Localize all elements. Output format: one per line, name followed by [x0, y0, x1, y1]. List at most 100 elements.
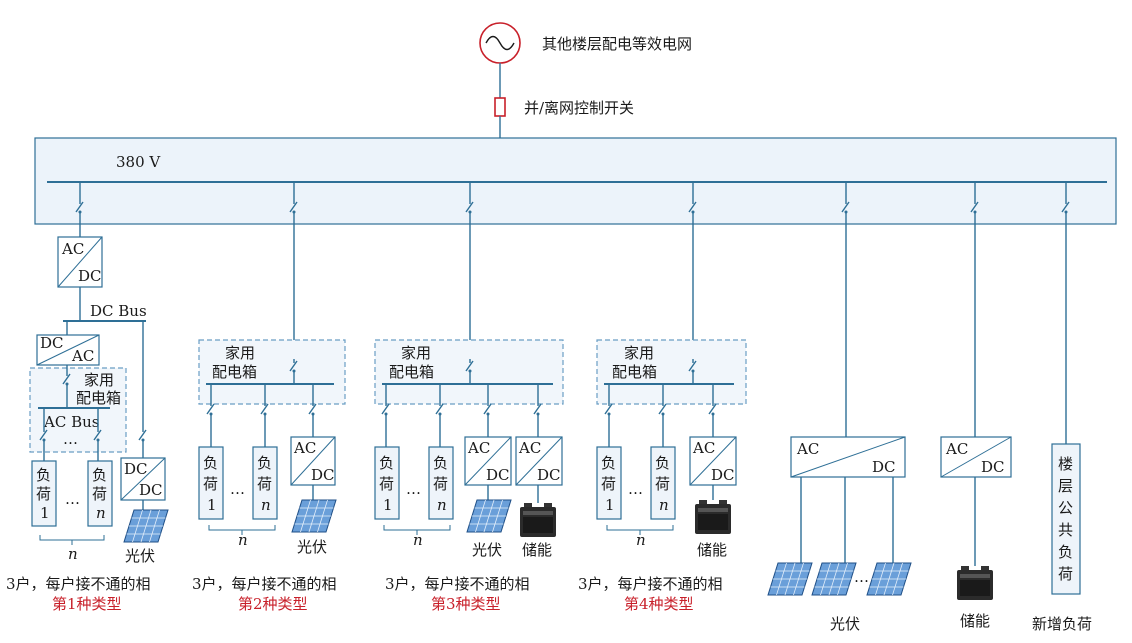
converter-label: DC [711, 466, 735, 484]
type1-description: 3户，每户接不通的相 [6, 575, 151, 593]
pv-panel-icon [291, 499, 337, 533]
load-label: 荷 [203, 475, 218, 493]
load-label: 负 [203, 454, 218, 472]
load-label: 荷 [257, 475, 272, 493]
type4-home-box [596, 339, 747, 405]
home-box-label: 配电箱 [389, 363, 434, 381]
pv-panel-icon [866, 562, 912, 596]
storage-branch: AC DC 储能 [940, 217, 1012, 630]
grid-switch-icon [494, 97, 506, 117]
converter-label: AC [518, 439, 541, 457]
load-label: 1 [605, 496, 615, 514]
public-load-char: 负 [1058, 543, 1073, 561]
load-label: 荷 [433, 475, 448, 493]
pv-panel-icon [811, 562, 857, 596]
type4-branch: 家用 配电箱 负 荷 1 … 负 荷 n AC DC 储能 n 3户，每户接不通… [578, 217, 747, 613]
converter-label: DC [40, 334, 64, 352]
load-label: 1 [383, 496, 393, 514]
load-label: n [659, 496, 669, 514]
type2-description: 3户，每户接不通的相 [192, 575, 337, 593]
type3-branch: 家用 配电箱 负 荷 1 … 负 荷 n AC DC AC DC 光伏 储能 [374, 217, 564, 613]
type4-title: 第4种类型 [624, 595, 694, 613]
storage-label: 储能 [697, 541, 727, 559]
load-n [87, 460, 113, 527]
load-1 [596, 446, 622, 520]
count-label: n [238, 531, 248, 549]
converter-label: DC [872, 458, 896, 476]
battery-icon [695, 500, 731, 534]
converter-label: DC [981, 458, 1005, 476]
type1-branch: AC DC DC Bus DC AC 家用 配电箱 AC Bus … 负 荷 1… [6, 217, 169, 613]
public-load-label: 新增负荷 [1032, 615, 1092, 633]
pv-panel-icon [767, 562, 813, 596]
public-load-char: 公 [1058, 499, 1073, 517]
home-box-label: 配电箱 [212, 363, 257, 381]
converter-label: AC [61, 240, 84, 258]
load-label: 荷 [36, 485, 51, 503]
pv-panel-icon [123, 509, 169, 543]
pv-array-branch: AC DC … 光伏 [767, 217, 912, 633]
converter-label: AC [71, 347, 94, 365]
load-label: 1 [40, 504, 50, 522]
converter-label: DC [78, 267, 102, 285]
public-load-char: 层 [1058, 477, 1073, 495]
type1-title: 第1种类型 [52, 595, 122, 613]
ellipsis: … [65, 490, 80, 508]
load-label: 负 [36, 466, 51, 484]
converter-label: AC [692, 439, 715, 457]
type1-home-box [29, 367, 127, 453]
bus-voltage-label: 380 V [116, 153, 161, 171]
pv-label: 光伏 [125, 547, 155, 565]
load-label: n [437, 496, 447, 514]
load-label: 荷 [601, 475, 616, 493]
load-n [428, 446, 454, 520]
battery-icon [957, 566, 993, 600]
home-box-label: 配电箱 [76, 389, 121, 407]
pv-label: 光伏 [297, 538, 327, 556]
grid-source: 其他楼层配电等效电网 [479, 22, 692, 64]
load-label: 负 [601, 454, 616, 472]
load-label: 负 [379, 454, 394, 472]
public-load-branch: 楼 层 公 共 负 荷 新增负荷 [1032, 217, 1092, 633]
type4-description: 3户，每户接不通的相 [578, 575, 723, 593]
count-label: n [68, 545, 78, 563]
ac-bus-label: AC Bus [43, 413, 99, 431]
public-load-char: 荷 [1058, 565, 1073, 583]
load-label: 负 [433, 454, 448, 472]
public-load-char: 楼 [1058, 455, 1073, 473]
ellipsis: … [406, 480, 421, 498]
load-1 [374, 446, 400, 520]
converter-label: AC [467, 439, 490, 457]
grid-source-label: 其他楼层配电等效电网 [542, 35, 692, 53]
type3-description: 3户，每户接不通的相 [385, 575, 530, 593]
pv-label: 光伏 [472, 541, 502, 559]
load-1 [198, 446, 224, 520]
pv-panel-icon [466, 499, 512, 533]
converter-label: AC [796, 440, 819, 458]
home-box-label: 家用 [401, 344, 431, 362]
ellipsis: … [63, 430, 78, 448]
load-label: 荷 [379, 475, 394, 493]
count-label: n [636, 531, 646, 549]
load-label: 负 [92, 466, 107, 484]
ellipsis: … [230, 480, 245, 498]
load-label: 荷 [655, 475, 670, 493]
converter-label: DC [124, 460, 148, 478]
converter-label: AC [945, 440, 968, 458]
type3-title: 第3种类型 [431, 595, 501, 613]
type2-branch: 家用 配电箱 负 荷 1 … 负 荷 n AC DC 光伏 n 3户，每户接不通… [192, 217, 346, 613]
ellipsis: … [628, 480, 643, 498]
public-load-box [1051, 443, 1081, 595]
converter-label: DC [537, 466, 561, 484]
converter-label: AC [293, 439, 316, 457]
home-box-label: 家用 [84, 371, 114, 389]
public-load-char: 共 [1058, 521, 1073, 539]
load-label: n [261, 496, 271, 514]
home-box-label: 家用 [225, 344, 255, 362]
battery-icon [520, 503, 556, 537]
count-label: n [413, 531, 423, 549]
storage-label: 储能 [960, 612, 990, 630]
grid-switch-label: 并/离网控制开关 [524, 99, 634, 117]
converter-label: DC [139, 481, 163, 499]
load-label: 负 [655, 454, 670, 472]
